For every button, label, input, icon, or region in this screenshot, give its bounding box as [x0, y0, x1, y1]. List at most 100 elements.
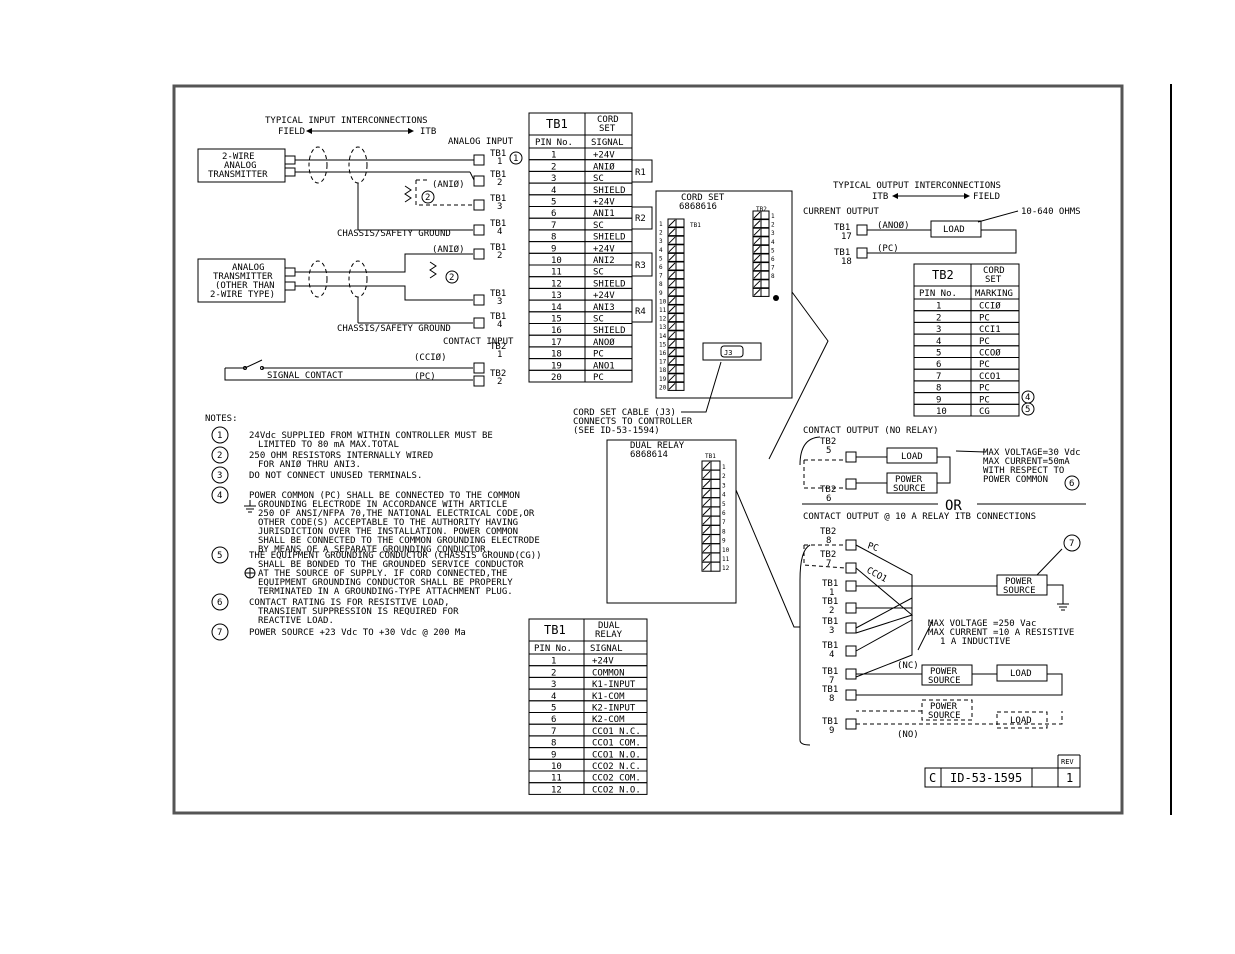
cord-tb1-pin: 1	[659, 221, 663, 228]
tb1-relay-value: K1-COM	[592, 692, 625, 702]
note-number-circle	[211, 546, 229, 564]
tb1-relay-row	[528, 712, 648, 725]
tb2-cord-line-2: SET	[985, 275, 1002, 285]
relay-tb1-num-2: 3	[829, 626, 834, 636]
title-doc: ID-53-1595	[950, 771, 1022, 785]
relay-cco1: CCO1	[865, 566, 889, 585]
resistor-r2: R2	[635, 214, 646, 224]
tb1-relay-pin: 9	[551, 750, 556, 760]
relay-tb1-label-2: TB1	[822, 617, 838, 627]
tb2-cord-row	[913, 357, 1020, 370]
cord-tb2-pin: 8	[771, 273, 775, 280]
tb1-relay-value: CCO2 N.C.	[592, 762, 641, 772]
relay-tb1-num-5: 8	[829, 694, 834, 704]
relay-tb1-label-6: TB1	[822, 717, 838, 727]
no-relay-tb2-5-a: TB2	[820, 437, 836, 447]
tb1-relay-pin: 3	[551, 680, 556, 690]
input-tb-num-2: 3	[497, 202, 502, 212]
relay-pin: 4	[722, 492, 726, 499]
relay-title: CONTACT OUTPUT @ 10 A RELAY ITB CONNECTI…	[803, 512, 1036, 522]
tb2-cord-pin: 9	[936, 395, 941, 405]
tb1-cord-row	[528, 287, 633, 301]
tb1-cord-value: +24V	[593, 198, 615, 208]
cord-tb1-pin: 9	[659, 290, 663, 297]
title-rev: 1	[1066, 771, 1073, 785]
tb2-cord-row	[913, 298, 1020, 312]
relay-tb2-8-b: 8	[826, 536, 831, 546]
note-5-line: TERMINATED IN A GROUNDING-TYPE ATTACHMEN…	[258, 587, 513, 597]
out-load-label: LOAD	[943, 225, 965, 235]
relay-tb1-label-5: TB1	[822, 685, 838, 695]
contact-input-label: CONTACT INPUT	[443, 337, 514, 347]
tb2-cord-value: CCIØ	[979, 301, 1001, 312]
output-section: TYPICAL OUTPUT INTERCONNECTIONS ITB FIEL…	[803, 181, 1081, 267]
note-2-line: FOR ANIØ THRU ANI3.	[258, 459, 361, 470]
tb2-cord-pin: 1	[936, 302, 941, 312]
tb1-cord-pin: 17	[551, 338, 562, 348]
dual-relay-number: 6868614	[630, 450, 668, 460]
j3-label: J3	[724, 349, 732, 357]
cord-tb1-pin: 12	[659, 316, 667, 323]
note-6-line: TRANSIENT SUPPRESSION IS REQUIRED FOR	[258, 607, 459, 617]
chassis-label-1: CHASSIS/SAFETY GROUND	[337, 229, 451, 239]
relay-pin: 8	[722, 528, 726, 535]
input-tb-num-6: 4	[497, 320, 502, 330]
tb1-cord-row	[528, 264, 633, 278]
tb2-cord-pin: 6	[936, 360, 941, 370]
note-number-circle	[211, 593, 229, 611]
relay-note-ref: 7	[1069, 539, 1074, 549]
tb2-cord-pin: 3	[936, 325, 941, 335]
tb1-cord-pin: 5	[551, 198, 556, 208]
tb1-cord-row	[528, 147, 633, 161]
cord-set-tb2: TB2	[756, 206, 767, 213]
tb1-relay-pin: 7	[551, 727, 556, 737]
relay-pin: 12	[722, 565, 730, 572]
note-1-line: 24Vdc SUPPLIED FROM WITHIN CONTROLLER MU…	[249, 431, 493, 441]
relay-tb1-label-1: TB1	[822, 597, 838, 607]
tb1-cord-value: SHIELD	[593, 186, 626, 196]
tb1-relay-col-pin: PIN No.	[534, 644, 572, 654]
no-relay-note-ref: 6	[1069, 479, 1074, 489]
tb1-cord-row	[528, 217, 633, 231]
tb1-cord-row	[528, 170, 633, 184]
cord-tb1-pin: 13	[659, 324, 667, 331]
no-relay-limit-2: MAX CURRENT=50mA	[983, 457, 1070, 467]
cord-tb2-pin: 4	[771, 239, 775, 246]
an0-label: (ANIØ)	[432, 179, 465, 190]
output-field-label: FIELD	[973, 192, 1000, 202]
out-pc-label: (PC)	[877, 244, 899, 254]
tb1-cord-row	[528, 346, 633, 360]
tb1-cord-value: ANI1	[593, 209, 615, 219]
tb1-cord-value: SC	[593, 315, 604, 325]
input-tb-label-8: TB2	[490, 369, 506, 379]
note-number-4: 4	[217, 491, 222, 501]
tb2-cord-row	[913, 333, 1020, 347]
relay-no-power-2: SOURCE	[928, 711, 961, 721]
tb2-cord-row	[913, 368, 1020, 382]
tb1-relay-pin: 11	[551, 774, 562, 784]
tb1-cord-value: SC	[593, 268, 604, 278]
note-4-line: SHALL BE CONNECTED TO THE COMMON GROUNDI…	[258, 536, 540, 546]
cord-tb1-pin: 5	[659, 255, 663, 262]
output-title: TYPICAL OUTPUT INTERCONNECTIONS	[833, 181, 1001, 191]
chassis-label-2: CHASSIS/SAFETY GROUND	[337, 324, 451, 334]
tb1-cord-pin: 8	[551, 233, 556, 243]
tb1-cord-row	[528, 194, 633, 208]
other-line-2: TRANSMITTER	[213, 272, 273, 282]
relay-no-power-1: POWER	[930, 702, 958, 712]
cord-tb2-pin: 5	[771, 247, 775, 254]
tb1-cord-value: SC	[593, 174, 604, 184]
cord-cable-line-3: (SEE ID-53-1594)	[573, 426, 660, 436]
tb2-cord-row	[913, 321, 1020, 335]
note-number-6: 6	[217, 598, 222, 608]
input-tb-label-7: TB2	[490, 342, 506, 352]
cord-tb2-pin: 2	[771, 222, 775, 229]
tb1-cord-line-2: SET	[599, 124, 616, 134]
tb1-cord-pin: 19	[551, 361, 562, 371]
tb1-cord-value: SHIELD	[593, 326, 626, 336]
note-4-line: BY MEANS OF A SEPARATE GROUNDING CONDUCT…	[258, 545, 491, 555]
note-number-circle	[211, 426, 229, 444]
input-tb-label-1: TB1	[490, 170, 506, 180]
